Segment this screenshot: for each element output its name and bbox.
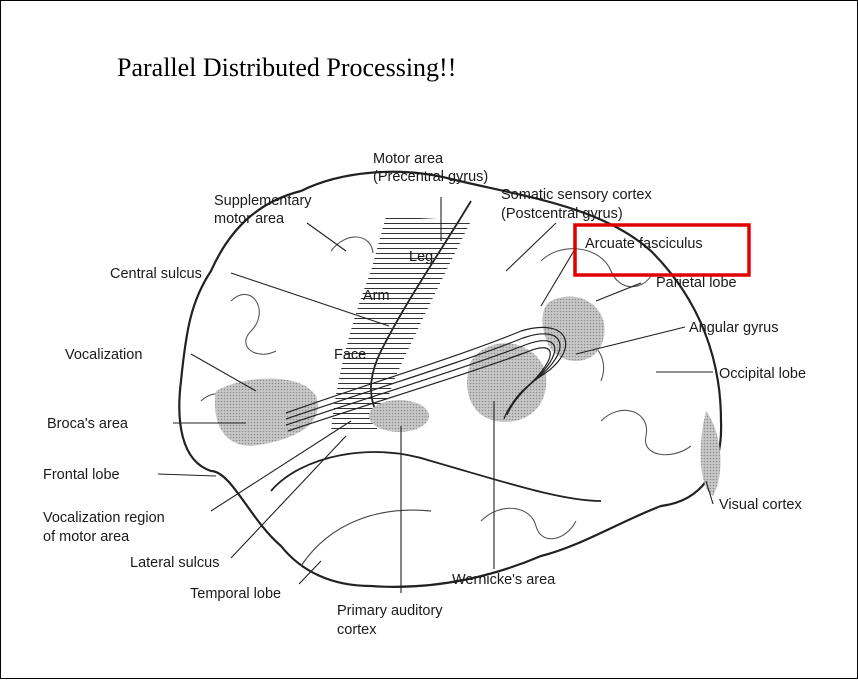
label-frontal-lobe: Frontal lobe [43,467,120,483]
label-visual-cortex: Visual cortex [719,497,802,513]
label-broca-area: Broca's area [47,416,129,432]
label-parietal-lobe: Parietal lobe [656,275,737,291]
label-face: Face [334,347,366,363]
label-arcuate-fasciculus: Arcuate fasciculus [585,236,703,252]
label-lateral-sulcus: Lateral sulcus [130,555,219,571]
label-of-motor-area: of motor area [43,529,130,545]
label-occipital-lobe: Occipital lobe [719,366,806,382]
label-wernicke-area: Wernicke's area [452,572,556,588]
label-supplementary: Supplementary [214,193,312,209]
label-leg: Leg [409,249,433,265]
label-cortex: cortex [337,622,377,638]
label-arm: Arm [363,288,390,304]
label-vocalization-region: Vocalization region [43,510,165,526]
label-primary-auditory: Primary auditory [337,603,443,619]
label-vocalization: Vocalization [65,347,142,363]
label-precentral-gyrus: (Precentral gyrus) [373,169,488,185]
label-postcentral-gyrus: (Postcentral gyrus) [501,206,623,222]
label-supp-motor-area: motor area [214,211,285,227]
label-motor-area: Motor area [373,151,444,167]
auditory-area [369,400,429,432]
label-temporal-lobe: Temporal lobe [190,586,281,602]
wernicke-area [467,343,546,422]
label-angular-gyrus: Angular gyrus [689,320,778,336]
label-central-sulcus: Central sulcus [110,266,202,282]
label-somatic-sensory: Somatic sensory cortex [501,187,652,203]
